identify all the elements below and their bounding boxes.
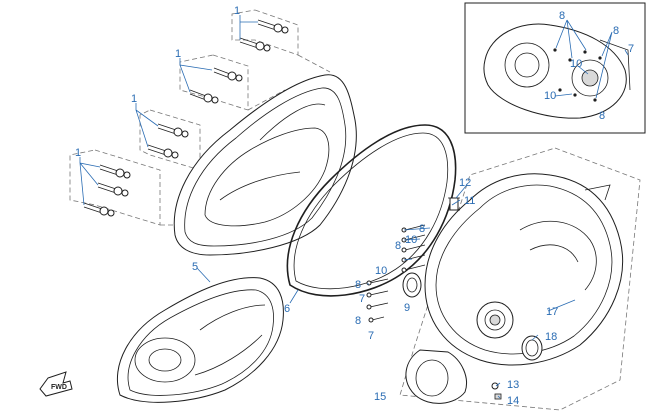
callout-18: 18 (545, 331, 557, 343)
callout-1d: 1 (75, 147, 81, 159)
callout-10-inset-b: 10 (544, 90, 556, 102)
callout-1a: 1 (234, 5, 240, 17)
inner-housing (399, 147, 641, 411)
fastener-set (366, 224, 426, 323)
leader-lines (79, 15, 629, 399)
callouts: 1 1 1 1 5 6 12 11 8 10 8 10 8 7 9 8 7 17… (75, 5, 634, 407)
callout-8-inset-c: 8 (599, 110, 605, 122)
callout-8b: 8 (395, 240, 401, 252)
callout-8c: 8 (355, 279, 361, 291)
callout-17: 17 (546, 306, 558, 318)
callout-11: 11 (464, 195, 475, 207)
bolt-group-4 (69, 149, 161, 226)
fwd-label: FWD (51, 384, 67, 391)
callout-9: 9 (404, 302, 410, 314)
callout-13: 13 (507, 379, 519, 391)
callout-10b: 10 (375, 265, 387, 277)
oil-seal (402, 272, 422, 298)
callout-8a: 8 (419, 223, 425, 235)
callout-8-inset-a: 8 (559, 10, 565, 22)
callout-14: 14 (507, 395, 519, 407)
callout-6: 6 (284, 303, 290, 315)
callout-7b: 7 (368, 330, 374, 342)
fwd-arrow: FWD (39, 371, 73, 397)
bolt-group-2 (179, 54, 249, 111)
callout-8-inset-b: 8 (613, 25, 619, 37)
callout-10a: 10 (405, 234, 417, 246)
callout-5: 5 (192, 261, 198, 273)
bolt-group-3 (139, 109, 201, 171)
outer-cover-small (116, 277, 284, 403)
callout-7-inset: 7 (628, 43, 634, 55)
callout-1b: 1 (175, 48, 181, 60)
callout-7a: 7 (359, 293, 365, 305)
bolt-group-top (231, 9, 299, 56)
callout-10-inset-a: 10 (570, 58, 582, 70)
inset-detail (464, 2, 646, 134)
bearing (521, 335, 543, 361)
callout-12: 12 (459, 177, 471, 189)
gasket (286, 124, 457, 297)
callout-15: 15 (374, 391, 386, 403)
outer-cover-large (173, 74, 357, 256)
callout-1c: 1 (131, 93, 137, 105)
callout-8d: 8 (355, 315, 361, 327)
